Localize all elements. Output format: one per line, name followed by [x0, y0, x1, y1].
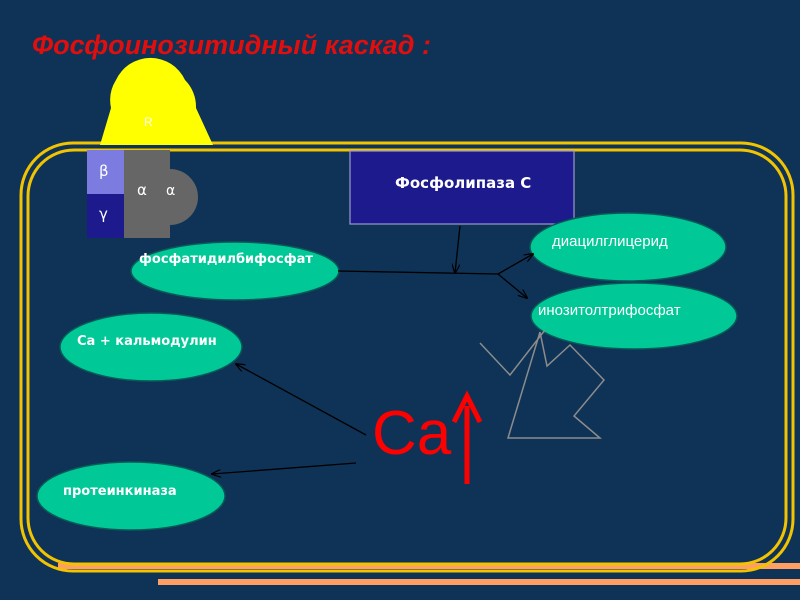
calcium-up-arrow-head — [451, 390, 483, 424]
stripe-top — [58, 563, 800, 569]
pip2-label: фосфатидилбифосфат — [139, 252, 313, 267]
arrow-ca-to-kinase — [212, 462, 357, 474]
stripe-bottom — [158, 579, 800, 585]
ip3-oval — [530, 282, 738, 350]
arrow-plc-down — [455, 225, 461, 273]
pip2-oval — [130, 241, 340, 301]
receptor-shape — [100, 57, 213, 145]
alpha-subunit-label: α — [166, 183, 176, 199]
phospholipase-c-label: Фосфолипаза С — [395, 174, 532, 192]
receptor-label: R — [144, 115, 153, 129]
dag-oval — [529, 212, 727, 282]
cell-membrane-outer — [19, 141, 795, 573]
diagram-title: Фосфоинозитидный каскад : — [32, 30, 431, 60]
g-protein-alpha-subunit — [170, 169, 198, 225]
cell-membrane-inner — [26, 148, 788, 566]
ip3-release-arrowhead — [479, 329, 546, 377]
line-pip2-junction — [337, 270, 499, 275]
ip3-label: инозитолтрифосфат — [538, 302, 681, 319]
ip3-release-arrow — [506, 331, 606, 439]
arrow-to-dag — [497, 254, 533, 275]
gamma-label: γ — [99, 205, 108, 223]
alpha-label: α — [137, 181, 147, 199]
kinase-label: протеинкиназа — [63, 484, 177, 499]
g-protein-gamma — [87, 194, 124, 238]
calmodulin-label: Ca + кальмодулин — [77, 334, 217, 349]
beta-label: β — [99, 162, 109, 180]
g-protein-beta — [87, 150, 124, 194]
arrow-to-ip3 — [497, 273, 527, 298]
calcium-label: Ca — [372, 399, 452, 468]
phospholipase-c-box — [349, 150, 575, 225]
g-protein-alpha — [124, 150, 170, 238]
arrow-ca-to-calmodulin — [236, 364, 367, 436]
calmodulin-oval — [59, 312, 243, 382]
kinase-oval — [36, 461, 226, 531]
dag-label: диацилглицерид — [552, 233, 668, 250]
